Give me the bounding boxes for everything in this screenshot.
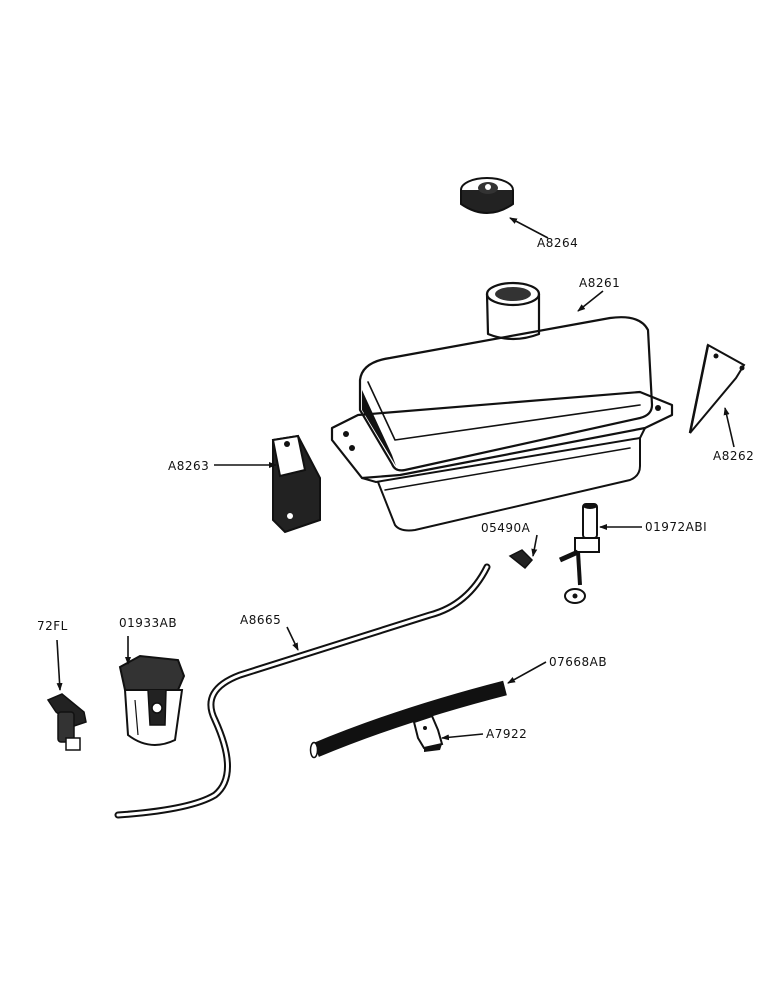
arrow-elbow — [56, 639, 63, 691]
label-plug: 05490A — [481, 521, 531, 535]
arrow-clip — [441, 733, 484, 741]
arrow-plug — [531, 534, 538, 557]
shutoff-valve — [558, 503, 600, 604]
label-elbow: 72FL — [37, 619, 68, 633]
label-cap: A8264 — [537, 236, 578, 250]
fuel-line — [114, 563, 491, 819]
label-valve: 01972ABI — [645, 520, 707, 534]
leader-lines — [56, 217, 735, 741]
arrow-cap — [509, 217, 549, 239]
label-hose: 07668AB — [549, 655, 607, 669]
arrow-tank — [577, 290, 604, 312]
elbow-fitting — [46, 693, 87, 751]
fuel-filter — [118, 654, 186, 746]
label-clip: A7922 — [486, 727, 527, 741]
label-left-bracket: A8263 — [168, 459, 209, 473]
label-right-bracket: A8262 — [713, 449, 754, 463]
arrow-fuel-line — [286, 626, 299, 651]
rubber-hose — [309, 680, 507, 759]
fuel-tank — [330, 281, 674, 532]
label-filter: 01933AB — [119, 616, 177, 630]
fuel-cap — [460, 177, 514, 214]
arrow-right-bracket — [723, 407, 735, 448]
label-fuel-line: A8665 — [240, 613, 281, 627]
label-tank: A8261 — [579, 276, 620, 290]
part-labels: A8264 A8261 A8262 A8263 05490A 01972ABI … — [37, 236, 754, 741]
hose-clip — [412, 714, 444, 752]
arrow-hose — [507, 661, 547, 684]
left-bracket — [271, 434, 321, 534]
drain-plug — [508, 549, 534, 570]
right-bracket — [688, 343, 746, 434]
